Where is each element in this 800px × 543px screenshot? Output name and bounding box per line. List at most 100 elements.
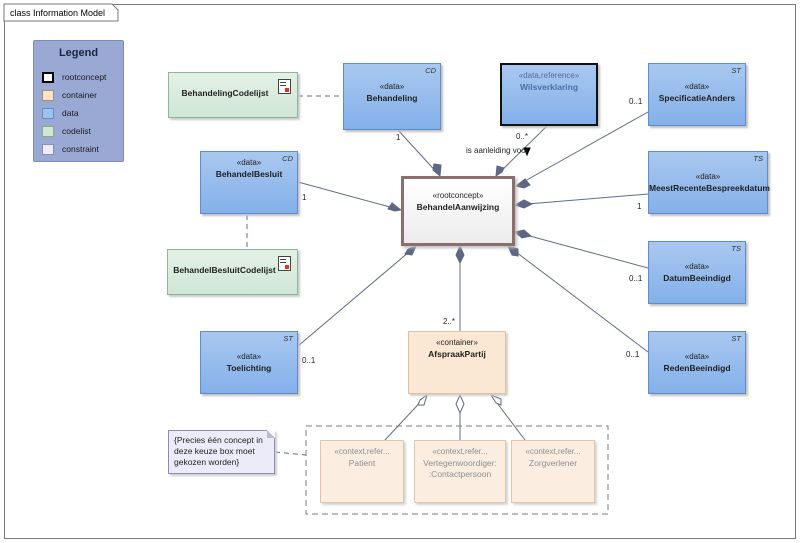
- note-text: {Precies één concept in deze keuze box m…: [174, 435, 263, 467]
- legend: Legend rootconcept container data codeli…: [33, 40, 124, 162]
- legend-title: Legend: [58, 47, 99, 59]
- legend-swatch-constraint: [42, 143, 54, 155]
- stereotype-label: «data»: [695, 172, 721, 181]
- multiplicity-wilsverklaring: 0..*: [516, 132, 529, 141]
- redenbeeindigd-box[interactable]: ST «data» RedenBeeindigd: [648, 331, 746, 394]
- diamond-vertegenwoordiger: [455, 393, 465, 415]
- diagram-frame: [4, 4, 796, 539]
- stereotype-label: «context,refer...: [432, 447, 488, 456]
- specificatieanders-box[interactable]: ST «data» SpecificatieAnders: [648, 63, 746, 126]
- stereotype-label: «context,refer...: [334, 447, 390, 456]
- stereotype-label: «data,reference»: [518, 71, 580, 80]
- diamond-zorgverlener: [489, 393, 502, 406]
- legend-label: data: [62, 108, 79, 118]
- multiplicity-behandeling: 1: [396, 133, 401, 142]
- stereotype-label: «data»: [379, 82, 405, 91]
- legend-label: codelist: [62, 126, 91, 136]
- diamond-afspraakpartij: [455, 244, 465, 265]
- codelist-icon: [278, 79, 291, 94]
- constraint-note[interactable]: {Precies één concept in deze keuze box m…: [168, 430, 275, 474]
- legend-item: container: [42, 86, 106, 104]
- zorgverlener-box[interactable]: «context,refer... Zorgverlener: [511, 440, 595, 503]
- connector-meestrecente: [514, 193, 649, 206]
- type-label: TS: [731, 244, 741, 253]
- stereotype-label: «data»: [684, 262, 710, 271]
- class-name: Zorgverlener: [528, 458, 578, 468]
- stereotype-label: «data»: [236, 352, 262, 361]
- behandelbesluitcodelijst-name: BehandelBesluitCodelijst: [173, 265, 276, 275]
- diamond-behandeling: [432, 163, 442, 178]
- legend-label: container: [62, 90, 97, 100]
- multiplicity-afspraakpartij: 2..*: [443, 317, 456, 326]
- connector-specificatieanders: [515, 111, 649, 187]
- class-name: BehandelBesluit: [215, 169, 283, 179]
- toelichting-box[interactable]: ST «data» Toelichting: [200, 331, 298, 394]
- legend-swatch-data: [42, 107, 54, 119]
- legend-item: rootconcept: [42, 68, 106, 86]
- class-name: Toelichting: [226, 363, 272, 373]
- multiplicity-datumbeeindigd: 0..1: [629, 274, 643, 283]
- legend-swatch-codelist: [42, 125, 54, 137]
- connector-datumbeeindigd: [514, 231, 649, 269]
- stereotype-label: «container»: [436, 338, 478, 347]
- behandelbesluit-box[interactable]: CD «data» BehandelBesluit: [200, 151, 298, 214]
- stereotype-label: «data»: [236, 158, 262, 167]
- stereotype-label: «data»: [684, 352, 710, 361]
- class-name: Patient: [348, 458, 376, 468]
- diamond-toelichting: [404, 245, 417, 256]
- class-name: Wilsverklaring: [519, 82, 579, 92]
- class-name: RedenBeeindigd: [663, 363, 731, 373]
- patient-box[interactable]: «context,refer... Patient: [320, 440, 404, 503]
- note-fold-corner: [267, 430, 275, 438]
- direction-arrow-icon: [523, 147, 531, 157]
- association-label: is aanleiding voor: [466, 146, 529, 155]
- meestrecentebespreekdatum-box[interactable]: TS «data» MeestRecenteBespreekdatum: [648, 151, 770, 214]
- legend-label: rootconcept: [62, 72, 107, 82]
- diamond-specificatieanders: [514, 178, 531, 189]
- vertegenwoordiger-box[interactable]: «context,refer... Vertegenwoordiger: :Co…: [414, 440, 506, 503]
- type-label: ST: [283, 334, 293, 343]
- behandelbesluitcodelijst-box[interactable]: BehandelBesluitCodelijst: [167, 249, 298, 295]
- behandeling-box[interactable]: CD «data» Behandeling: [343, 63, 441, 130]
- stereotype-label: «data»: [684, 82, 710, 91]
- diamond-meestrecente: [513, 199, 534, 209]
- class-name: MeestRecenteBespreekdatum: [649, 183, 770, 193]
- class-name: AfspraakPartij: [428, 349, 486, 359]
- multiplicity-meestrecente: 1: [637, 202, 642, 211]
- afspraakpartij-box[interactable]: «container» AfspraakPartij: [408, 331, 506, 394]
- legend-swatch-rootconcept: [42, 71, 54, 83]
- diamond-redenbeeindigd: [507, 245, 519, 257]
- class-name: Vertegenwoordiger:: [423, 458, 497, 468]
- choice-box: [305, 425, 609, 515]
- legend-item: codelist: [42, 122, 106, 140]
- connector-redenbeeindigd: [507, 245, 649, 353]
- connector-behandelbesluit: [297, 181, 402, 211]
- class-name: DatumBeeindigd: [663, 273, 731, 283]
- wilsverklaring-box[interactable]: «data,reference» Wilsverklaring: [500, 63, 598, 126]
- multiplicity-behandelbesluit: 1: [302, 193, 307, 202]
- legend-swatch-container: [42, 89, 54, 101]
- behandelaanwijzing-box[interactable]: «rootconcept» BehandelAanwijzing: [401, 176, 515, 246]
- title-tab-outline: [3, 3, 119, 22]
- multiplicity-toelichting: 0..1: [302, 356, 316, 365]
- type-label: ST: [731, 66, 741, 75]
- diamond-wilsverklaring: [495, 165, 505, 178]
- stereotype-label: «context,refer...: [525, 447, 581, 456]
- type-label: ST: [731, 334, 741, 343]
- type-label: CD: [282, 154, 293, 163]
- type-label: TS: [753, 154, 763, 163]
- datumbeeindigd-box[interactable]: TS «data» DatumBeeindigd: [648, 241, 746, 304]
- behandelingcodelijst-box[interactable]: BehandelingCodelijst: [168, 72, 298, 118]
- type-label: CD: [425, 66, 436, 75]
- legend-item: data: [42, 104, 106, 122]
- diamond-datumbeeindigd: [513, 229, 533, 239]
- dashed-link-note: [274, 451, 307, 456]
- diagram-title: class Information Model: [10, 8, 106, 18]
- behandelingcodelijst-name: BehandelingCodelijst: [181, 88, 269, 98]
- legend-item: constraint: [42, 140, 106, 158]
- legend-label: constraint: [62, 144, 99, 154]
- multiplicity-specificatieanders: 0..1: [629, 97, 643, 106]
- class-name: Behandeling: [366, 93, 418, 103]
- class-name-line2: :Contactpersoon: [428, 469, 492, 479]
